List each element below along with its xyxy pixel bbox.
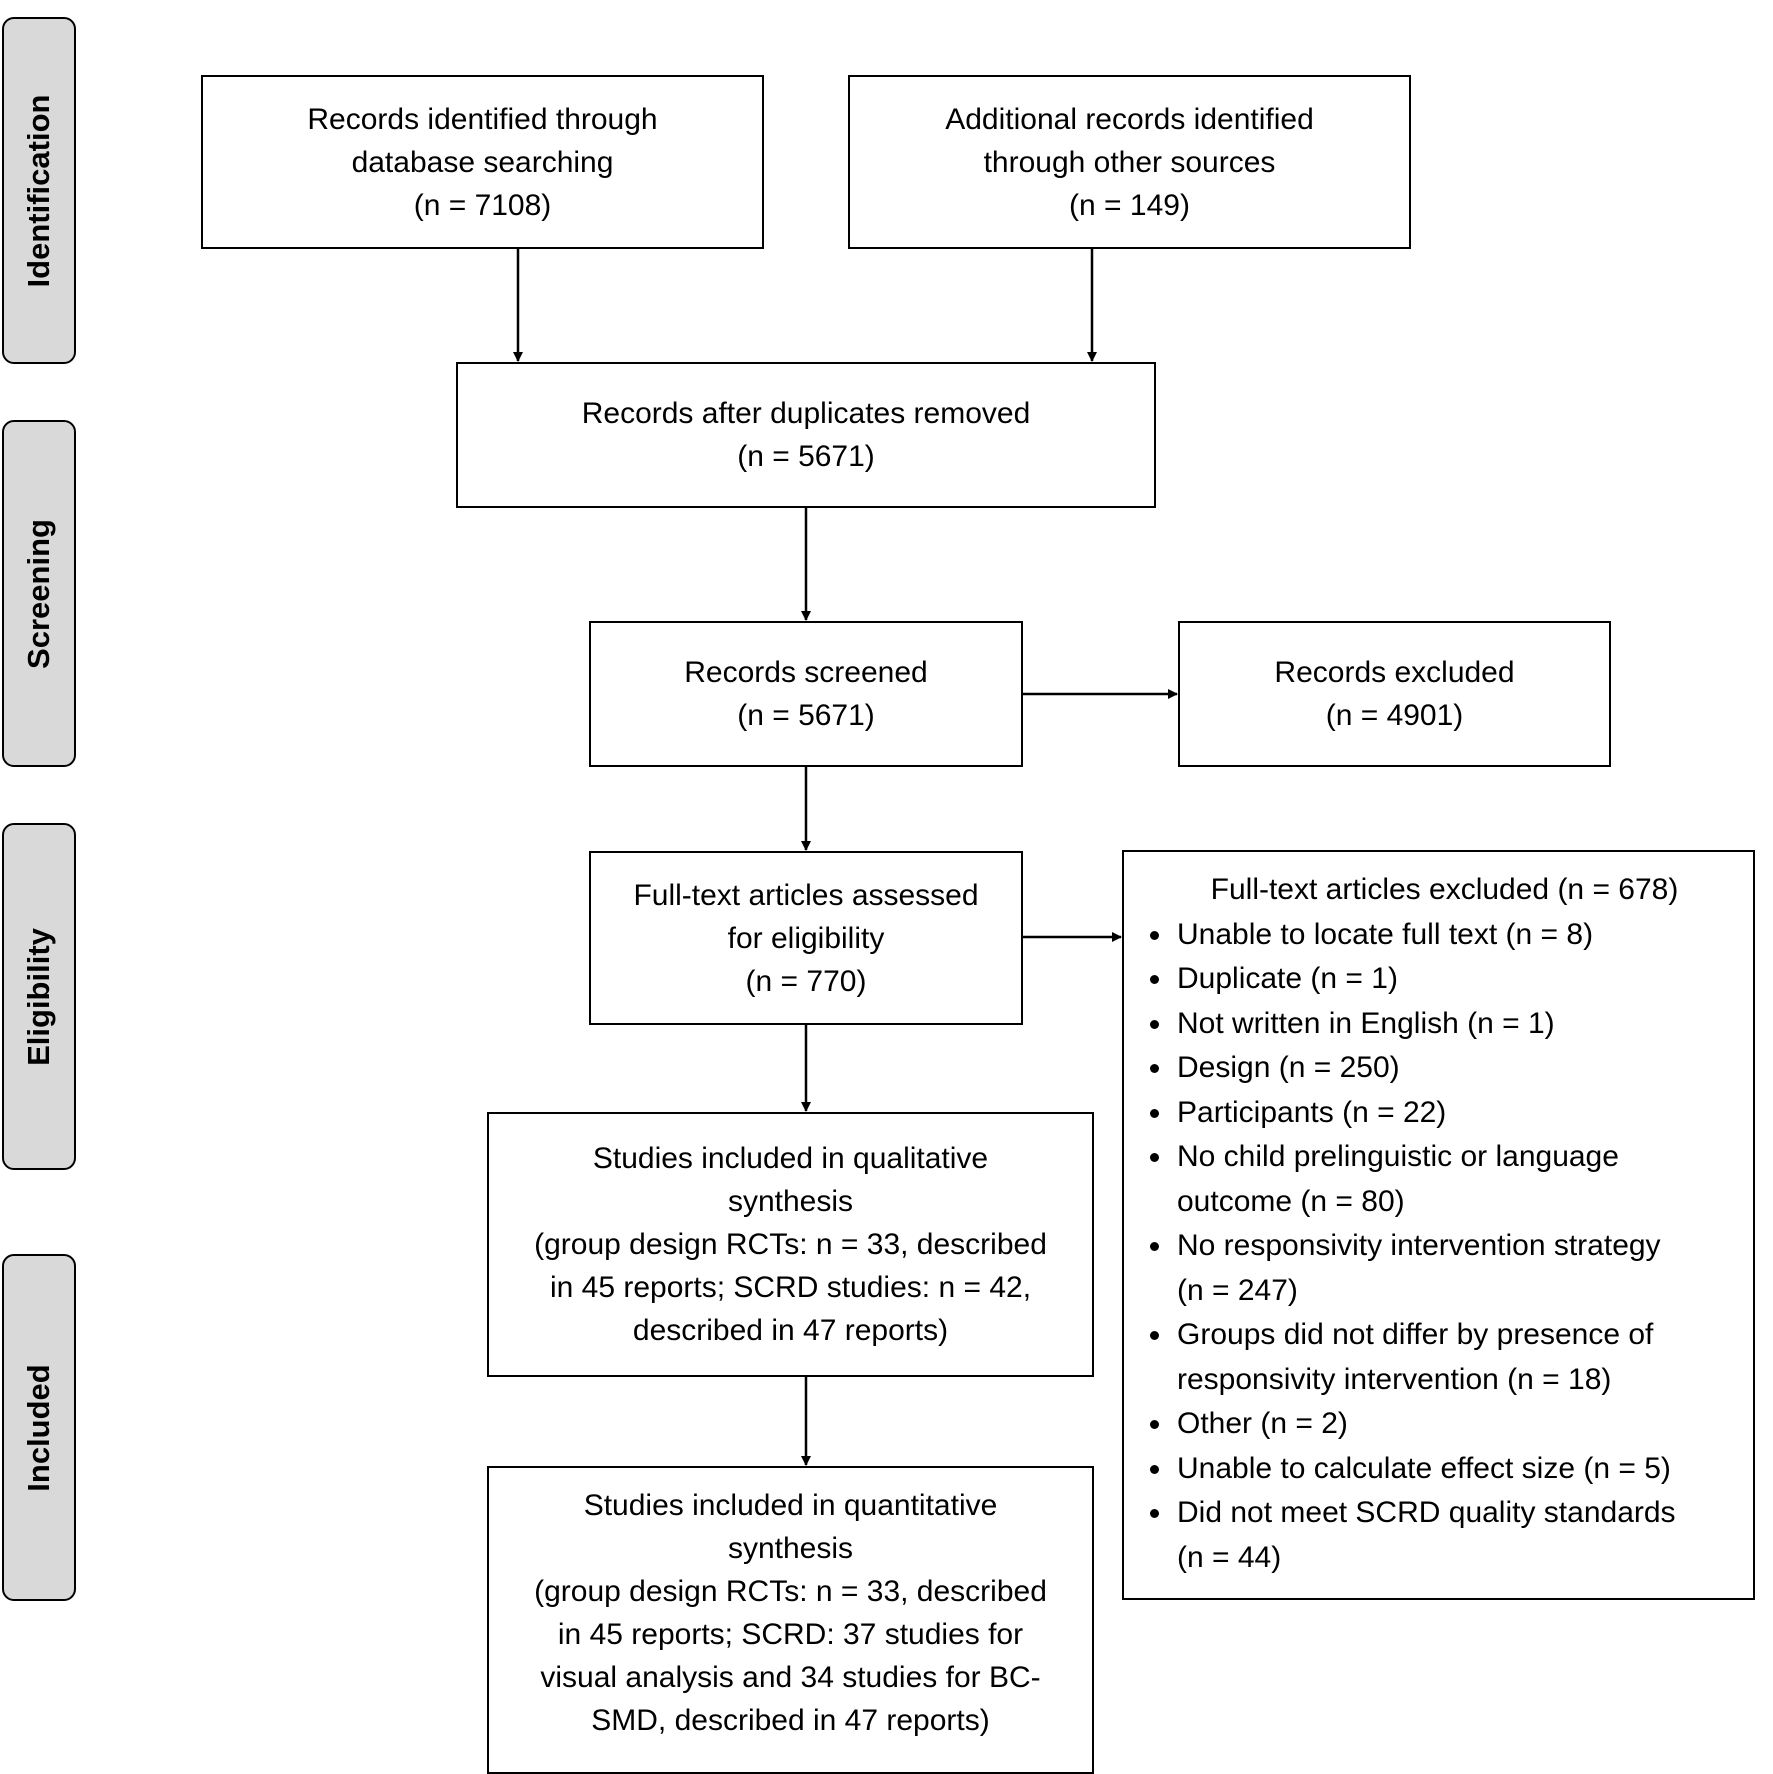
box-text-line: synthesis xyxy=(727,1185,854,1218)
box-text-line: Records after duplicates removed xyxy=(581,397,1031,430)
box-records-excluded: Records excluded (n = 4901) xyxy=(1178,621,1611,767)
exclusion-reason-line: (n = 247) xyxy=(1177,1273,1298,1307)
exclusion-reason: Duplicate (n = 1) xyxy=(1150,957,1739,1002)
box-other-sources: Additional records identified through ot… xyxy=(848,75,1411,249)
box-database-search: Records identified through database sear… xyxy=(201,75,764,249)
box-fulltext-excluded: Full-text articles excluded (n = 678) Un… xyxy=(1122,850,1755,1600)
phase-screening: Screening xyxy=(2,420,76,767)
box-text-line: visual analysis and 34 studies for BC- xyxy=(540,1661,1041,1694)
box-text-line: (n = 7108) xyxy=(413,188,552,222)
exclusion-reason-line: outcome (n = 80) xyxy=(1177,1184,1405,1218)
box-quantitative-synthesis: Studies included in quantitative synthes… xyxy=(487,1466,1094,1774)
box-text-line: database searching xyxy=(351,145,614,179)
exclusion-reason-line: Duplicate (n = 1) xyxy=(1177,962,1398,995)
box-text-line: (group design RCTs: n = 33, described xyxy=(534,1575,1047,1608)
fulltext-excluded-heading: Full-text articles excluded (n = 678) xyxy=(1210,873,1679,906)
exclusion-reason-line: Did not meet SCRD quality standards xyxy=(1177,1496,1676,1529)
exclusion-reason-line: Not written in English (n = 1) xyxy=(1177,1006,1555,1040)
box-text-line: (n = 770) xyxy=(745,964,867,998)
exclusion-reason-line: responsivity intervention (n = 18) xyxy=(1177,1362,1612,1396)
box-qualitative-synthesis: Studies included in qualitative synthesi… xyxy=(487,1112,1094,1377)
exclusion-reason: No child prelinguistic or language outco… xyxy=(1150,1135,1739,1224)
exclusion-reason: Groups did not differ by presence of res… xyxy=(1150,1313,1739,1402)
exclusion-reason: No responsivity intervention strategy (n… xyxy=(1150,1224,1739,1313)
exclusion-reason-line: Other (n = 2) xyxy=(1177,1407,1348,1440)
box-text-line: Studies included in qualitative xyxy=(592,1142,989,1175)
exclusion-reason: Design (n = 250) xyxy=(1150,1046,1739,1091)
box-fulltext-assessed: Full-text articles assessed for eligibil… xyxy=(589,851,1023,1025)
exclusion-reasons-list: Unable to locate full text (n = 8) Dupli… xyxy=(1150,913,1739,1581)
box-text-line: Full-text articles assessed xyxy=(633,878,979,912)
exclusion-reason-line: Unable to calculate effect size (n = 5) xyxy=(1177,1451,1671,1485)
box-text-line: (group design RCTs: n = 33, described xyxy=(534,1228,1047,1261)
box-text-line: (n = 5671) xyxy=(737,440,875,473)
exclusion-reason: Did not meet SCRD quality standards (n =… xyxy=(1150,1491,1739,1580)
exclusion-reason-line: (n = 44) xyxy=(1177,1540,1282,1574)
box-text-line: (n = 149) xyxy=(1069,188,1190,222)
box-records-screened: Records screened (n = 5671) xyxy=(589,621,1023,767)
box-duplicates-removed: Records after duplicates removed (n = 56… xyxy=(456,362,1156,508)
box-text-line: Records excluded xyxy=(1274,656,1515,689)
exclusion-reason-line: No child prelinguistic or language xyxy=(1177,1140,1619,1173)
exclusion-reason: Unable to calculate effect size (n = 5) xyxy=(1150,1447,1739,1492)
phase-eligibility: Eligibility xyxy=(2,823,76,1170)
box-text-line: SMD, described in 47 reports) xyxy=(591,1704,990,1737)
exclusion-reason-line: Design (n = 250) xyxy=(1177,1051,1400,1084)
phase-included: Included xyxy=(2,1254,76,1601)
box-text-line: (n = 4901) xyxy=(1325,699,1464,732)
box-text-line: described in 47 reports) xyxy=(632,1314,949,1347)
box-text-line: Records identified through xyxy=(307,102,658,136)
box-text-line: in 45 reports; SCRD studies: n = 42, xyxy=(549,1271,1032,1304)
exclusion-reason: Not written in English (n = 1) xyxy=(1150,1002,1739,1047)
box-text-line: Additional records identified xyxy=(945,102,1314,136)
exclusion-reason-line: No responsivity intervention strategy xyxy=(1177,1229,1661,1262)
box-text-line: Studies included in quantitative xyxy=(583,1489,998,1522)
exclusion-reason: Participants (n = 22) xyxy=(1150,1091,1739,1136)
box-text-line: in 45 reports; SCRD: 37 studies for xyxy=(557,1618,1024,1651)
exclusion-reason-line: Groups did not differ by presence of xyxy=(1177,1318,1654,1351)
exclusion-reason: Unable to locate full text (n = 8) xyxy=(1150,913,1739,958)
exclusion-reason: Other (n = 2) xyxy=(1150,1402,1739,1447)
box-text-line: (n = 5671) xyxy=(737,699,875,732)
phase-identification: Identification xyxy=(2,17,76,364)
exclusion-reason-line: Unable to locate full text (n = 8) xyxy=(1177,917,1594,951)
box-text-line: for eligibility xyxy=(727,921,885,955)
exclusion-reason-line: Participants (n = 22) xyxy=(1177,1095,1447,1129)
box-text-line: through other sources xyxy=(983,145,1276,179)
box-text-line: Records screened xyxy=(684,656,928,689)
box-text-line: synthesis xyxy=(727,1532,854,1565)
